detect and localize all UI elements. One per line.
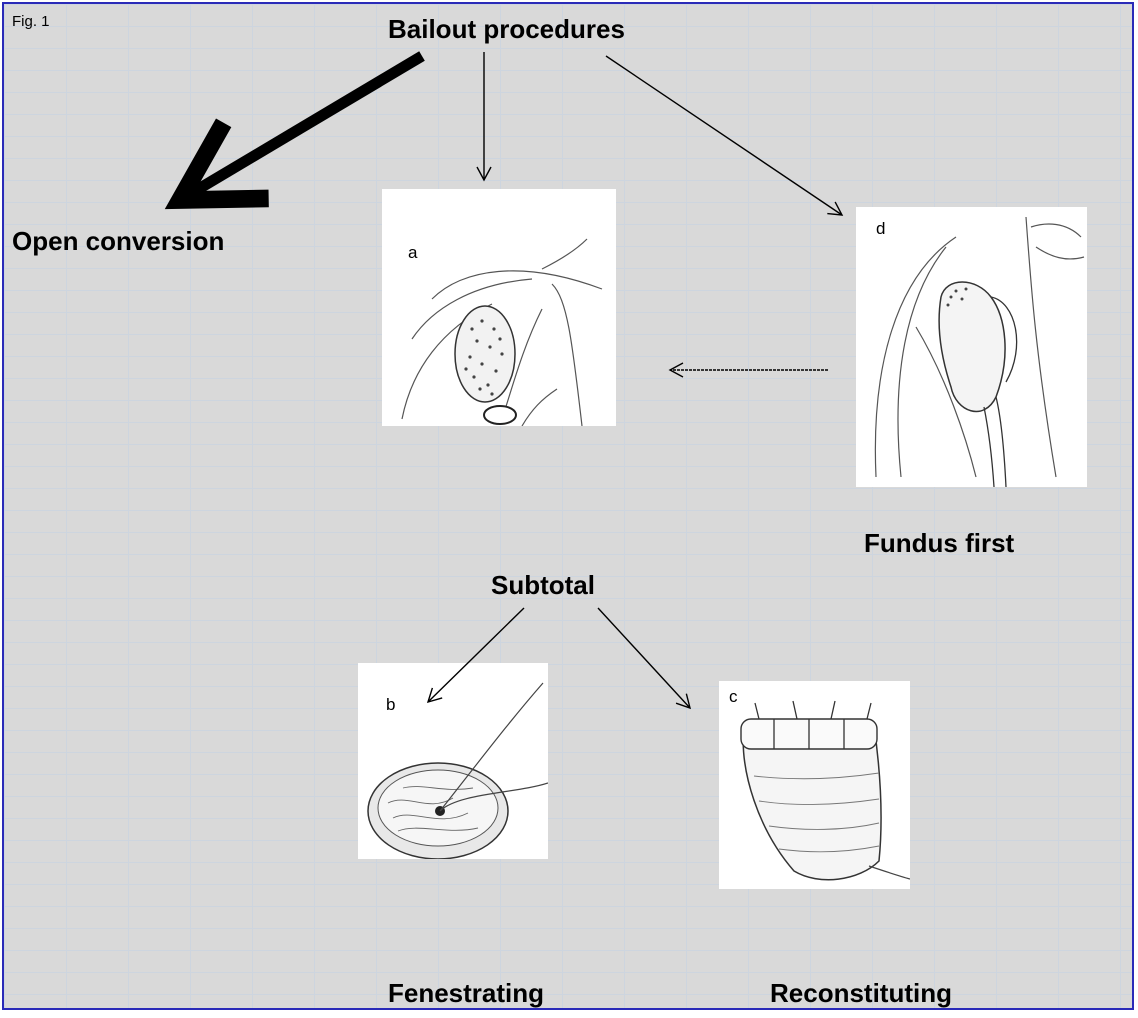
label-fundus-first: Fundus first: [864, 528, 1015, 558]
label-reconstituting: Reconstituting: [770, 978, 952, 1008]
panel-letter-c: c: [729, 687, 738, 706]
arrow-to-open-conversion: [164, 51, 425, 210]
arrow-to-panel-d: [605, 55, 844, 216]
panel-letter-d: d: [876, 219, 886, 238]
label-open-conversion: Open conversion: [12, 226, 225, 256]
illustration-panel-c: c: [719, 681, 911, 889]
panel-letter-b: b: [386, 695, 396, 714]
panel-letter-a: a: [408, 243, 418, 262]
label-fenestrating: Fenestrating: [388, 978, 545, 1008]
fenestrating-drawing-b: [367, 682, 549, 860]
label-subtotal: Subtotal: [491, 570, 595, 600]
gallbladder-drawing-a: [401, 238, 603, 427]
illustration-panel-a: a: [382, 189, 616, 427]
arrow-to-panel-c: [597, 607, 691, 710]
gallbladder-drawing-d: [874, 216, 1085, 488]
illustration-panel-d: d: [856, 207, 1087, 488]
diagram-title: Bailout procedures: [388, 14, 625, 44]
arrow-to-panel-b: [426, 607, 525, 704]
illustration-panel-b: b: [358, 663, 549, 860]
figure-label: Fig. 1: [12, 13, 50, 30]
reconstituting-drawing-c: [740, 700, 911, 881]
